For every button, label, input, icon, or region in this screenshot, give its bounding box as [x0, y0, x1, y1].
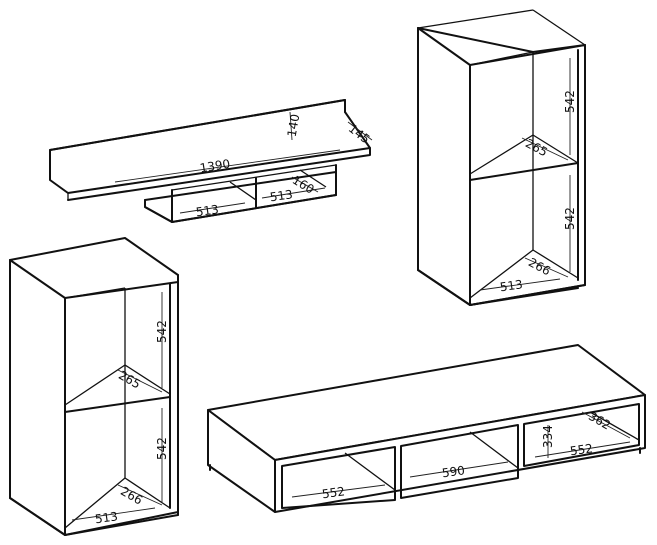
dim-label-width: 513 — [499, 277, 524, 294]
cabinet-bottom-inner — [469, 249, 579, 299]
dim-label-140: 140 — [285, 113, 303, 138]
dim-label-lower-height: 542 — [563, 207, 577, 230]
shelf-back-panel — [49, 99, 346, 151]
dim-label-box-right: 513 — [269, 187, 294, 204]
dim-line-266 — [524, 257, 569, 278]
dim-line-590 — [409, 461, 509, 478]
cabinet-top-right — [532, 9, 586, 46]
shelf-front-board — [67, 147, 371, 201]
tv-unit-compartment-middle — [400, 424, 519, 499]
tv-unit-left-side — [207, 409, 276, 513]
dim-line-513 — [479, 278, 561, 291]
dim-line-552-right — [534, 441, 631, 458]
tv-unit-compartment-left — [281, 446, 396, 509]
hanging-cabinet: 542 542 265 266 513 — [417, 9, 586, 306]
dim-label-floor-lower-height: 542 — [155, 437, 169, 460]
cabinet-inner-top — [469, 51, 534, 66]
tv-unit-compartment-right — [523, 403, 640, 467]
dim-line-362 — [581, 411, 631, 439]
dim-line-145 — [347, 121, 373, 141]
shelf-box-top — [171, 164, 337, 191]
dim-line-1390 — [114, 149, 341, 183]
floor-cabinet-body — [9, 237, 179, 536]
dim-line-266-floor — [117, 484, 163, 506]
dim-label-upper-height: 542 — [563, 90, 577, 113]
tv-unit-inner-right — [589, 411, 640, 441]
shelf-box-front — [144, 194, 337, 223]
floor-cabinet-middle-shelf — [64, 396, 171, 413]
dim-line-160 — [291, 176, 319, 193]
dim-label-tv-left: 552 — [321, 484, 346, 501]
floor-cabinet: 542 542 265 266 513 — [9, 237, 179, 536]
wall-shelf: 1390 140 145 513 513 160 — [49, 99, 373, 223]
dim-label-floor-upper-height: 542 — [155, 320, 169, 343]
cabinet-bottom-front — [469, 287, 579, 306]
floor-cabinet-inner-top — [64, 287, 126, 299]
dim-label-floor-width: 513 — [94, 509, 119, 526]
dim-label-tv-right: 552 — [569, 441, 594, 458]
floor-cabinet-bottom-inner — [64, 477, 171, 529]
cabinet-middle-shelf — [469, 162, 579, 181]
dim-line-552-left — [291, 484, 386, 498]
dim-line-265-floor — [117, 369, 163, 393]
shelf-top-edge — [49, 147, 371, 194]
dim-label-tv-height: 334 — [541, 425, 555, 448]
dim-label-1390: 1390 — [199, 157, 231, 176]
dim-line-513-floor — [71, 507, 156, 521]
dim-label-tv-middle: 590 — [441, 463, 466, 480]
dim-line-265 — [521, 137, 569, 161]
cabinet-middle-shelf-top — [469, 134, 579, 175]
tv-unit: 552 590 552 362 334 — [207, 344, 646, 513]
dim-line-513-a — [179, 202, 246, 214]
tv-unit-inner-middle — [469, 431, 519, 469]
shelf-box-inner-right — [299, 169, 327, 188]
dim-label-box-left: 513 — [195, 202, 220, 219]
cabinet-top-back — [417, 9, 534, 29]
dim-line-140 — [289, 111, 293, 141]
floor-cabinet-middle-shelf-top — [64, 364, 171, 406]
shelf-box-inner-left — [229, 181, 257, 201]
tv-unit-inner-left — [344, 452, 396, 491]
